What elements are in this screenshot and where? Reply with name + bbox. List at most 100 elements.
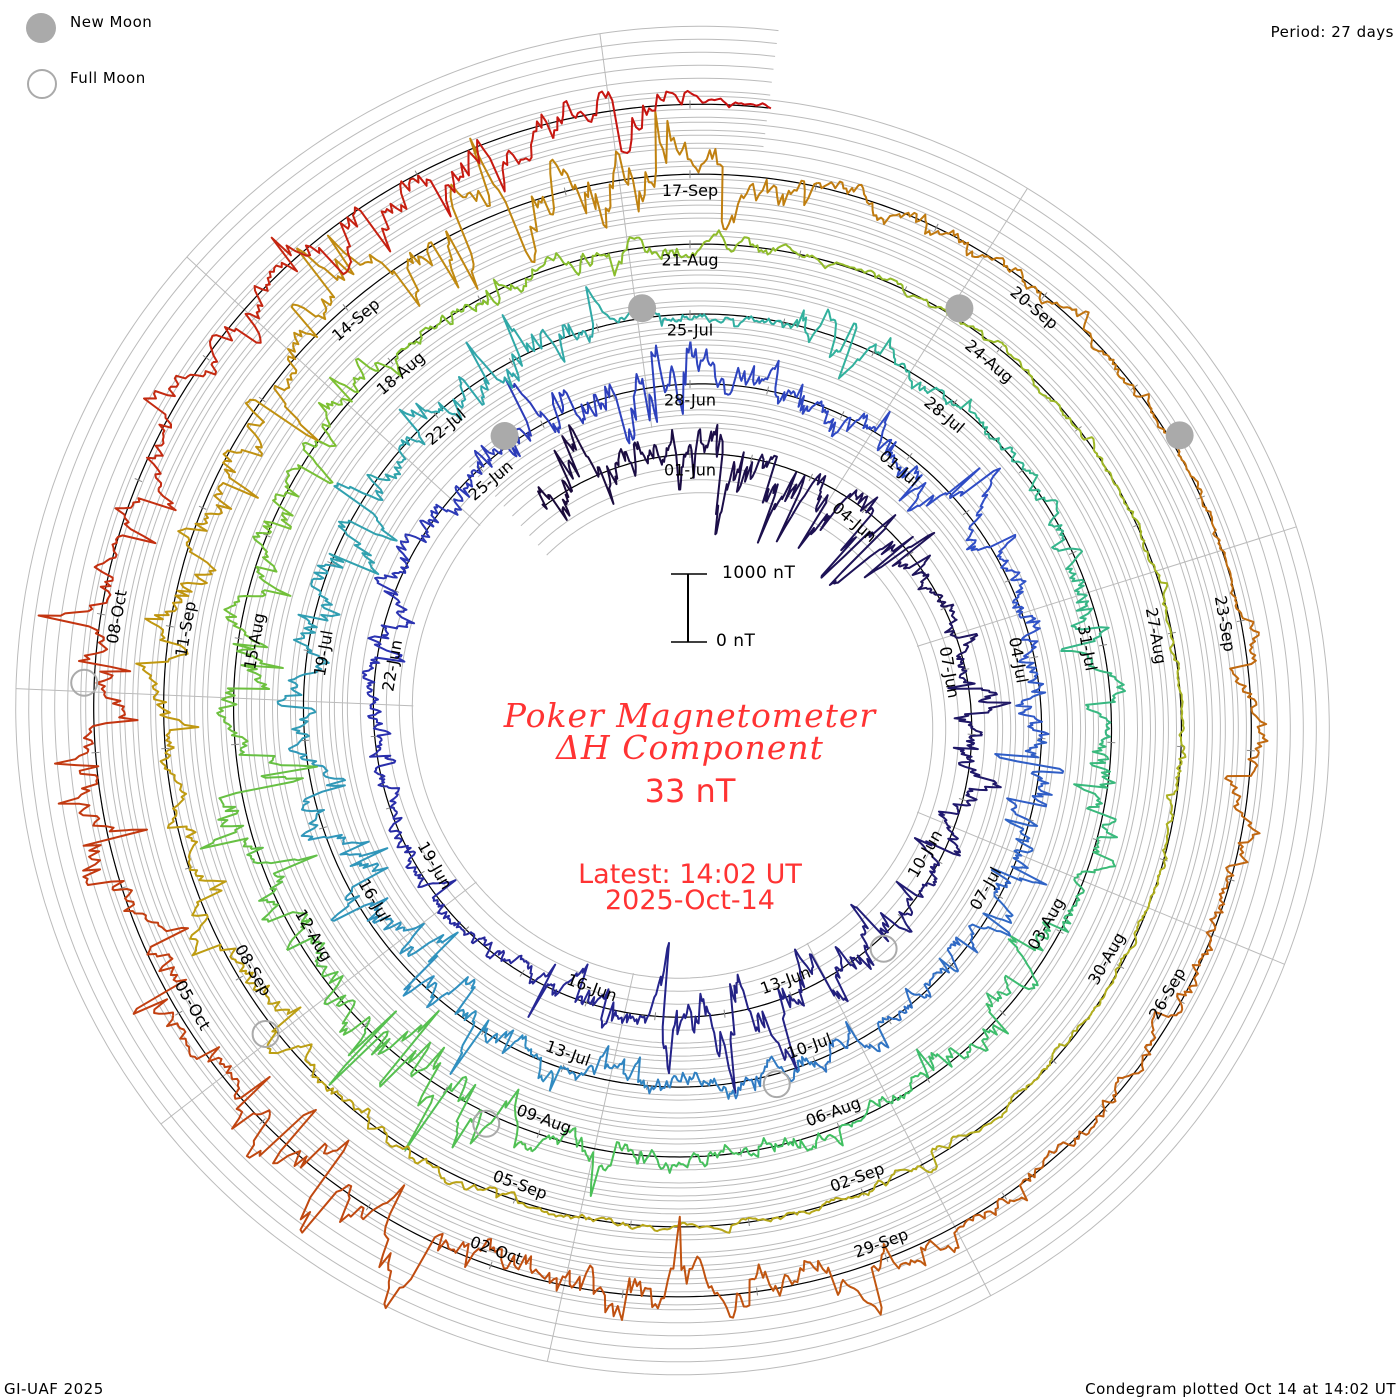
dh-trace-segment bbox=[1003, 344, 1080, 431]
credit-label: GI-UAF 2025 bbox=[4, 1380, 104, 1398]
grid-spoke bbox=[186, 256, 481, 527]
grid-spiral bbox=[67, 77, 1278, 1324]
dh-trace-segment bbox=[531, 1127, 639, 1197]
dh-trace-segment bbox=[388, 806, 418, 877]
full-moon-marker bbox=[251, 1019, 280, 1048]
dh-trace-segment bbox=[1042, 840, 1116, 933]
day-tick bbox=[766, 386, 770, 395]
dh-trace-segment bbox=[135, 621, 200, 749]
dh-trace-segment bbox=[729, 973, 798, 1094]
grid-spoke bbox=[15, 688, 414, 707]
dh-trace-segment bbox=[895, 859, 940, 921]
dh-trace-segment bbox=[417, 113, 555, 218]
dh-trace-segment bbox=[629, 1217, 749, 1234]
dh-trace-segment bbox=[587, 983, 660, 1029]
day-tick bbox=[747, 1217, 750, 1227]
grid-spoke bbox=[546, 973, 634, 1362]
date-label: 14-Sep bbox=[328, 294, 383, 345]
dh-trace-segment bbox=[537, 383, 615, 434]
day-tick bbox=[860, 1188, 865, 1197]
day-tick bbox=[488, 1261, 493, 1270]
dh-trace-segment bbox=[782, 308, 877, 380]
new-moon-marker bbox=[628, 294, 657, 323]
dh-trace-segment bbox=[1023, 468, 1082, 552]
day-tick bbox=[536, 1130, 541, 1138]
dh-trace-segment bbox=[246, 846, 318, 951]
dh-trace-segment bbox=[849, 903, 913, 970]
dh-trace-segment bbox=[1039, 300, 1135, 389]
scale-bottom-label: 0 nT bbox=[716, 631, 756, 651]
dh-trace-segment bbox=[483, 1027, 563, 1092]
dh-trace-segment bbox=[874, 337, 954, 407]
dh-trace-segment bbox=[216, 639, 284, 745]
date-label: 19-Jul bbox=[310, 629, 337, 678]
day-tick bbox=[327, 561, 335, 566]
date-label: 04-Jul bbox=[1005, 636, 1032, 685]
day-tick bbox=[508, 357, 514, 366]
day-tick bbox=[999, 1009, 1006, 1017]
dh-trace-segment bbox=[636, 1144, 741, 1174]
dh-trace-segment bbox=[360, 1184, 496, 1310]
dh-trace-segment bbox=[618, 1215, 756, 1321]
dh-trace-segment bbox=[690, 92, 772, 110]
day-tick bbox=[1030, 656, 1039, 659]
day-tick bbox=[540, 420, 545, 429]
dh-trace-segment bbox=[364, 897, 459, 963]
day-tick bbox=[962, 509, 970, 516]
dh-trace-segment bbox=[657, 942, 733, 1078]
dh-trace-segment bbox=[143, 361, 217, 489]
day-tick bbox=[861, 506, 868, 514]
dh-trace-segment bbox=[300, 175, 420, 276]
dh-trace-segment bbox=[223, 532, 292, 641]
day-tick bbox=[808, 473, 814, 482]
dh-trace-segment bbox=[481, 252, 583, 306]
dh-trace-segment bbox=[561, 1045, 648, 1089]
new-moon-marker bbox=[1165, 421, 1194, 450]
date-label: 17-Sep bbox=[662, 181, 718, 200]
dh-trace-segment bbox=[1101, 1001, 1184, 1111]
day-tick bbox=[723, 1009, 726, 1018]
dh-trace-segment bbox=[288, 739, 346, 834]
dh-trace-segment bbox=[1071, 650, 1126, 744]
grid-spiral bbox=[54, 64, 1291, 1337]
day-tick bbox=[365, 1203, 372, 1211]
date-label: 28-Jun bbox=[664, 391, 716, 410]
date-label: 02-Sep bbox=[827, 1159, 886, 1196]
new-moon-legend-icon bbox=[26, 13, 56, 43]
dh-trace-segment bbox=[1162, 746, 1187, 862]
dh-trace-segment bbox=[813, 1017, 890, 1073]
day-tick bbox=[442, 1086, 448, 1094]
dh-trace-segment bbox=[276, 650, 330, 741]
dh-trace-segment bbox=[404, 1075, 533, 1152]
day-tick bbox=[234, 637, 243, 640]
dh-trace-segment bbox=[166, 1015, 271, 1130]
day-tick bbox=[934, 223, 939, 232]
current-value: 33 nT bbox=[644, 772, 736, 810]
day-tick bbox=[175, 1010, 183, 1016]
day-tick bbox=[948, 961, 955, 969]
dh-trace-segment bbox=[689, 341, 775, 396]
day-tick bbox=[235, 975, 244, 981]
dh-trace-segment bbox=[394, 302, 484, 370]
day-tick bbox=[259, 1118, 266, 1125]
dh-trace-segment bbox=[882, 1198, 1010, 1270]
day-tick bbox=[258, 396, 266, 403]
grid-spiral bbox=[15, 25, 1330, 1376]
new-moon-legend-label: New Moon bbox=[70, 13, 153, 31]
dh-trace-segment bbox=[1176, 878, 1229, 1003]
dh-trace-segment bbox=[580, 236, 691, 277]
dh-trace-segment bbox=[1007, 1109, 1106, 1205]
dh-trace-segment bbox=[300, 831, 389, 922]
period-label: Period: 27 days bbox=[1270, 23, 1394, 41]
dh-trace-segment bbox=[1229, 619, 1269, 753]
day-tick bbox=[621, 1290, 624, 1299]
dh-trace-segment bbox=[629, 429, 692, 491]
dh-trace-segment bbox=[416, 873, 465, 932]
date-label: 18-Aug bbox=[373, 348, 429, 399]
dh-trace-segment bbox=[560, 424, 631, 505]
dh-trace-segment bbox=[552, 89, 692, 154]
day-tick bbox=[884, 1254, 889, 1263]
dh-trace-segment bbox=[947, 669, 1012, 737]
day-tick bbox=[519, 969, 525, 977]
dh-trace-segment bbox=[1169, 633, 1186, 749]
